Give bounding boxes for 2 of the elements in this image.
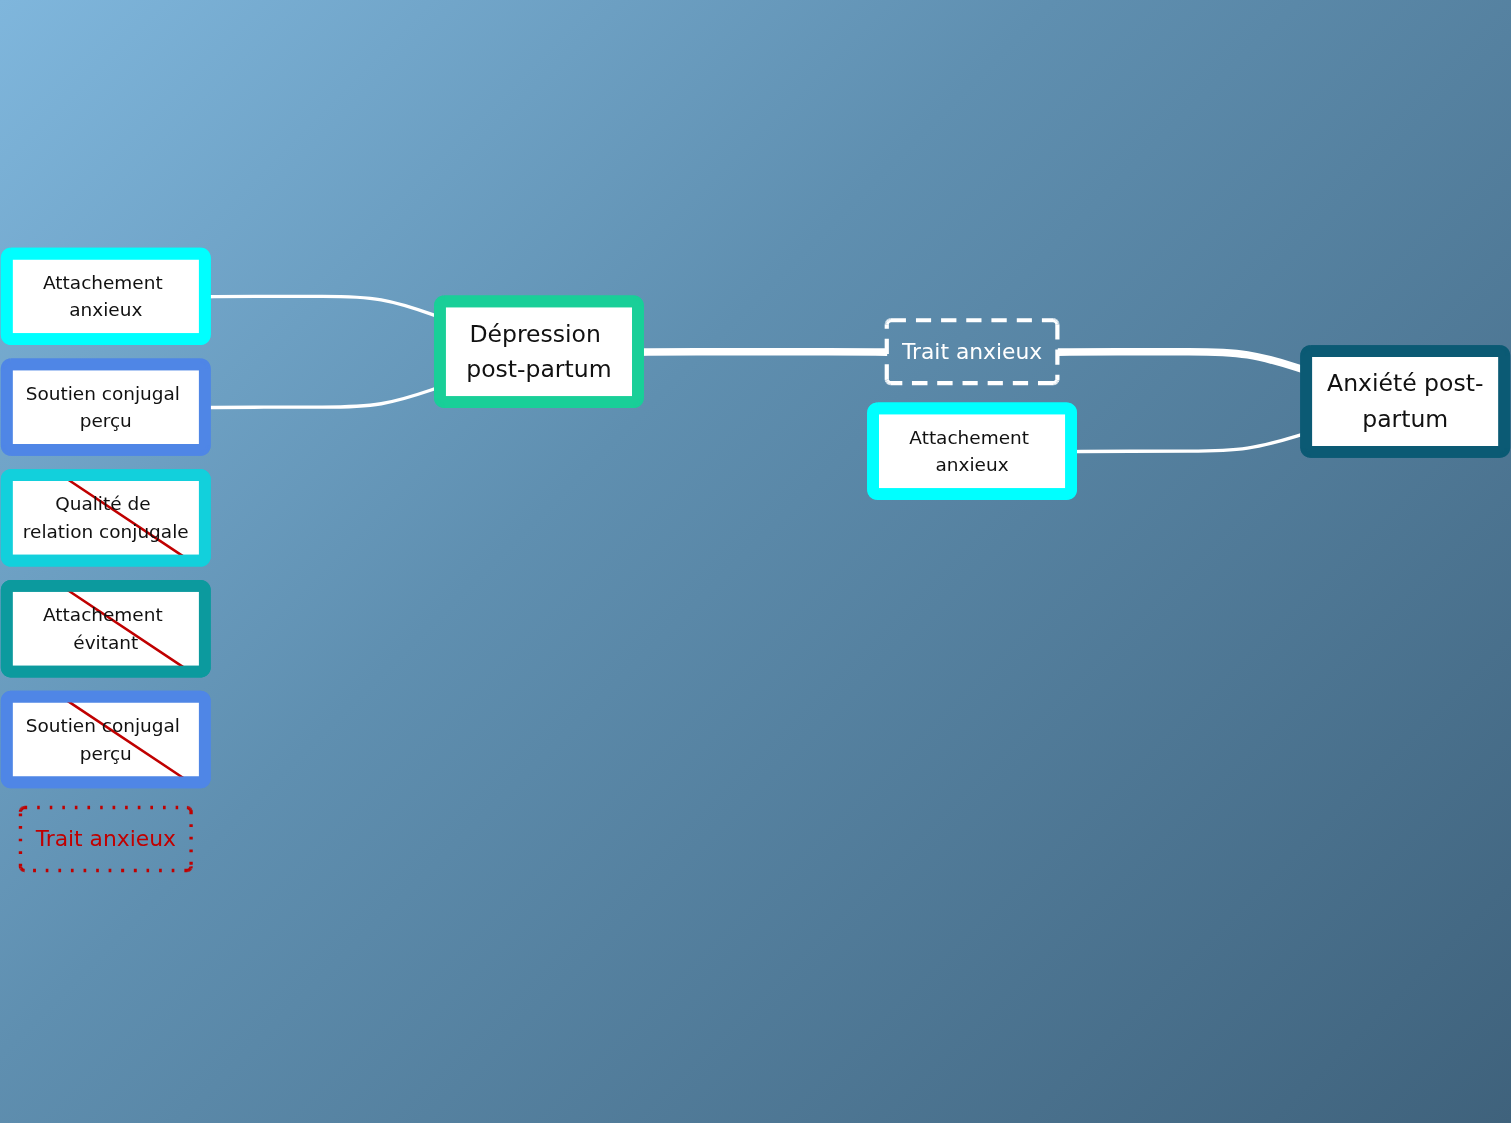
node-text: Trait anxieux [35, 825, 176, 851]
node-text: Trait anxieux [901, 338, 1043, 364]
